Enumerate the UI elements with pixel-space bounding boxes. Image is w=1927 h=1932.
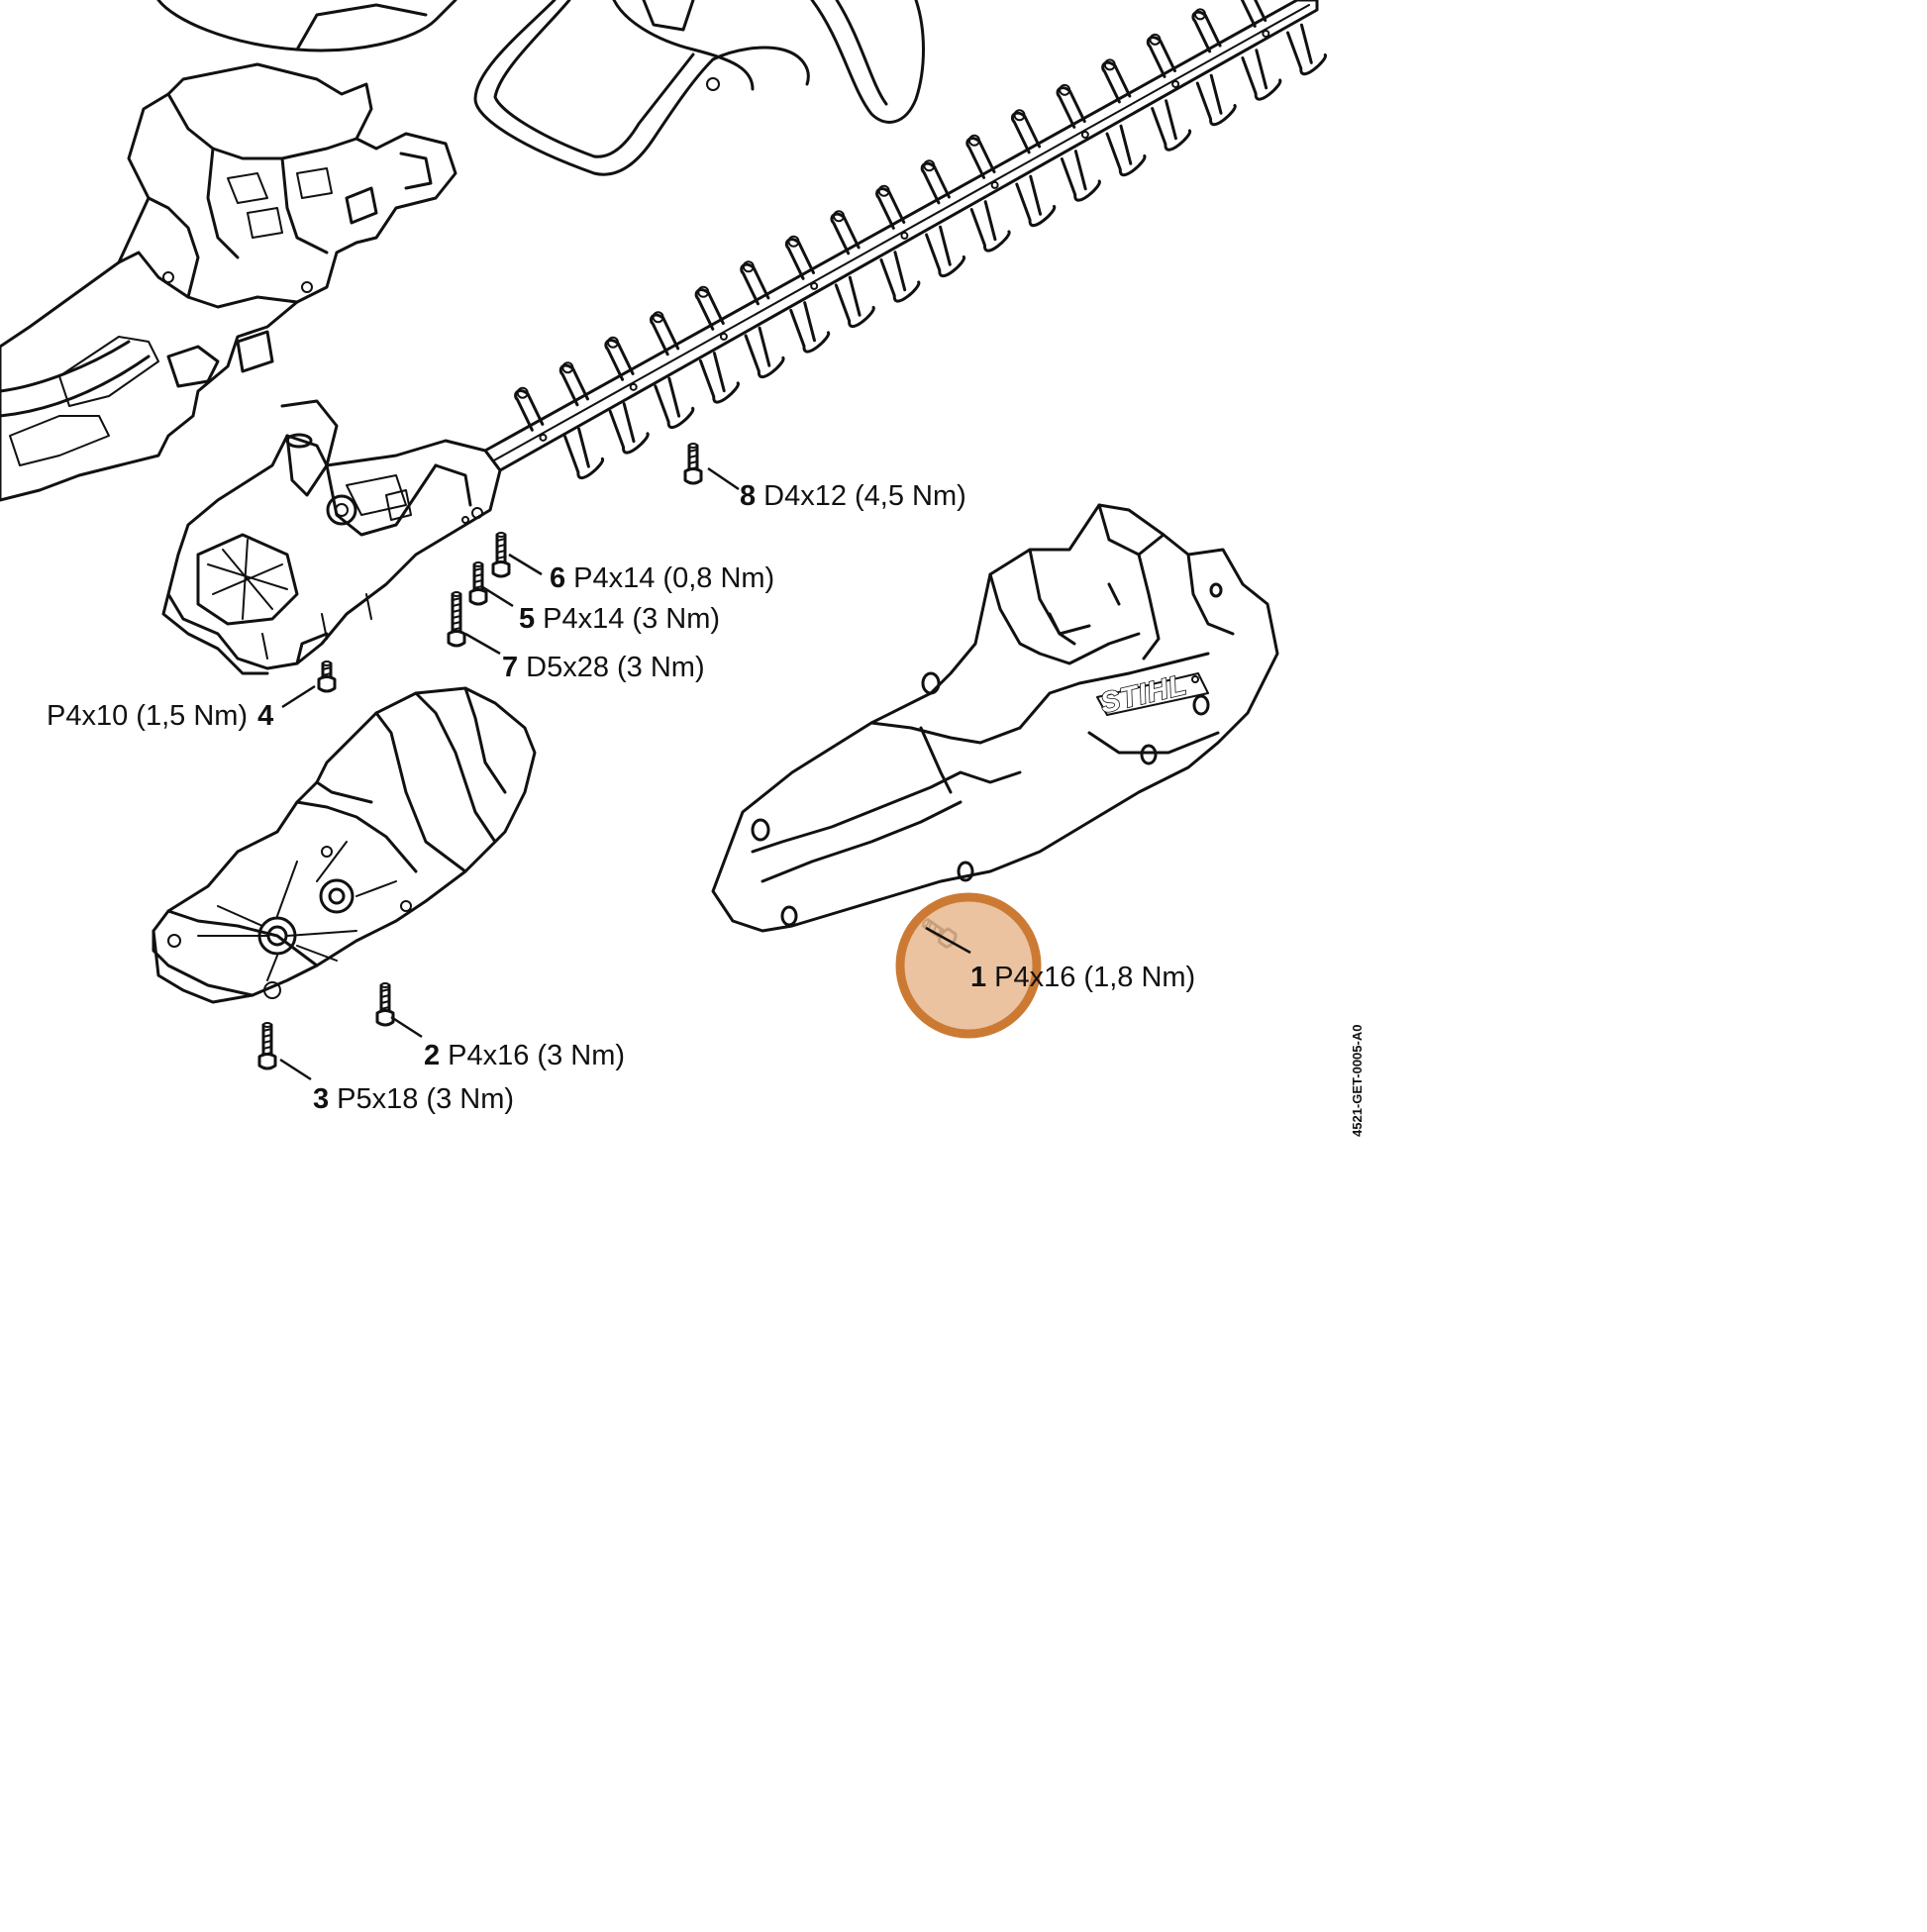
motor-housing-part bbox=[0, 62, 457, 502]
tooth-tip bbox=[1013, 109, 1026, 122]
bar-rivet bbox=[629, 382, 638, 391]
tooth-tip bbox=[652, 311, 664, 324]
cutter-tooth bbox=[563, 427, 604, 480]
callout-4-spec: P4x10 (1,5 Nm) bbox=[47, 700, 248, 732]
callout-5-number: 5 bbox=[519, 603, 535, 635]
tooth-tip bbox=[967, 134, 980, 147]
callout-4: P4x10 (1,5 Nm) 4 bbox=[47, 700, 273, 732]
bar-rivet bbox=[900, 231, 909, 240]
leader-line-3 bbox=[279, 1058, 312, 1081]
cutter-tooth bbox=[1060, 150, 1101, 202]
cutter-tooth bbox=[789, 301, 830, 354]
callout-4-number: 4 bbox=[257, 700, 273, 732]
callout-7-spec: D5x28 (3 Nm) bbox=[526, 652, 705, 683]
screw-6 bbox=[491, 532, 511, 578]
screw-7 bbox=[447, 591, 466, 648]
screws bbox=[257, 443, 958, 1070]
bar-rivet bbox=[990, 180, 999, 189]
tooth-tip bbox=[516, 386, 529, 399]
bar-rivet bbox=[810, 281, 819, 290]
leader-line-4 bbox=[281, 684, 316, 709]
cutter-tooth bbox=[744, 326, 785, 379]
leader-line-2 bbox=[390, 1015, 423, 1039]
leader-line-5 bbox=[480, 584, 514, 608]
cutter-tooth bbox=[969, 200, 1011, 253]
front-handle-part bbox=[473, 0, 925, 176]
tooth-tip bbox=[697, 285, 710, 298]
screw-2 bbox=[375, 982, 395, 1027]
document-id: 4521-GET-0005-A0 bbox=[1350, 1025, 1365, 1137]
callout-8-number: 8 bbox=[740, 480, 756, 512]
cutter-bar-part bbox=[483, 0, 1327, 480]
gear-housing-part bbox=[161, 399, 502, 675]
screw-3 bbox=[257, 1022, 277, 1070]
cutter-tooth bbox=[1241, 49, 1282, 101]
leader-lines bbox=[279, 466, 971, 1081]
leader-line-1 bbox=[925, 926, 971, 955]
tooth-tip bbox=[1194, 8, 1207, 21]
cutter-tooth bbox=[925, 225, 965, 278]
bar-rivet bbox=[719, 332, 728, 341]
callout-6-spec: P4x14 (0,8 Nm) bbox=[573, 562, 774, 594]
callout-8-spec: D4x12 (4,5 Nm) bbox=[763, 480, 966, 512]
cutter-tooth bbox=[834, 275, 875, 329]
tooth-tip bbox=[787, 235, 800, 248]
callout-2-spec: P4x16 (3 Nm) bbox=[448, 1040, 625, 1071]
tooth-tip bbox=[742, 260, 755, 273]
cutter-teeth-upper bbox=[514, 0, 1268, 432]
callout-2-number: 2 bbox=[424, 1040, 440, 1071]
callout-6-number: 6 bbox=[550, 562, 565, 594]
callout-5-spec: P4x14 (3 Nm) bbox=[543, 603, 720, 635]
callout-3-spec: P5x18 (3 Nm) bbox=[337, 1083, 514, 1115]
bar-rivet bbox=[1262, 29, 1270, 38]
bar-rivet bbox=[1171, 79, 1180, 88]
callout-7: 7 D5x28 (3 Nm) bbox=[502, 652, 705, 683]
leader-line-8 bbox=[707, 466, 740, 491]
tooth-tip bbox=[1103, 58, 1116, 71]
tooth-tip bbox=[561, 361, 574, 374]
tooth-tip bbox=[877, 184, 890, 197]
tooth-tip bbox=[1059, 83, 1071, 96]
upper-housing-part bbox=[156, 0, 457, 52]
cutter-teeth-lower bbox=[563, 23, 1327, 480]
screw-4 bbox=[317, 661, 337, 693]
cutter-tooth bbox=[698, 352, 740, 404]
bar-rivet bbox=[1080, 130, 1089, 139]
cutter-tooth bbox=[1195, 73, 1237, 127]
tooth-tip bbox=[833, 210, 846, 223]
tooth-tip bbox=[923, 159, 936, 172]
cutter-tooth bbox=[1105, 124, 1147, 177]
callout-1-number: 1 bbox=[970, 962, 986, 993]
cutter-tooth bbox=[1285, 23, 1327, 76]
callout-1-spec: P4x16 (1,8 Nm) bbox=[994, 962, 1195, 993]
bottom-cover-part bbox=[152, 686, 537, 1004]
callout-3-number: 3 bbox=[313, 1083, 329, 1115]
callout-2: 2 P4x16 (3 Nm) bbox=[424, 1040, 625, 1071]
handle-housing-part: STIHL bbox=[711, 503, 1279, 933]
cutter-tooth bbox=[608, 402, 650, 455]
cutter-tooth bbox=[1015, 174, 1057, 228]
leader-line-7 bbox=[464, 632, 501, 656]
leader-line-6 bbox=[508, 553, 543, 576]
tooth-tip bbox=[1149, 33, 1162, 46]
cutter-tooth bbox=[879, 251, 921, 303]
tooth-tip bbox=[606, 336, 619, 349]
cutter-tooth bbox=[654, 376, 695, 430]
screw-5 bbox=[468, 561, 488, 606]
screw-8 bbox=[683, 443, 703, 485]
cutter-bar-rivets bbox=[539, 29, 1270, 442]
callout-7-number: 7 bbox=[502, 652, 518, 683]
callout-1: 1 P4x16 (1,8 Nm) bbox=[970, 962, 1195, 993]
bar-rivet bbox=[539, 433, 548, 442]
cutter-tooth bbox=[1151, 99, 1191, 152]
